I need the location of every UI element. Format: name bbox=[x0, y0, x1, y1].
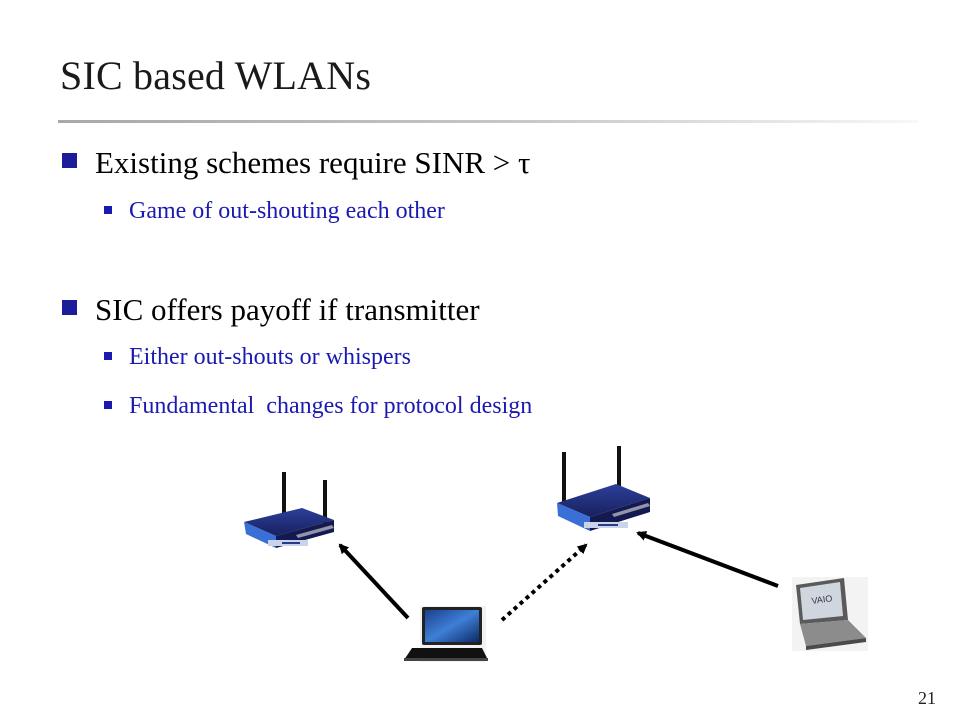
wireless-router-left-icon bbox=[244, 472, 334, 548]
svg-text:VAIO: VAIO bbox=[811, 593, 833, 606]
square-bullet-icon bbox=[62, 299, 77, 315]
laptop-vaio-icon: VAIO bbox=[792, 577, 868, 651]
small-square-bullet-icon bbox=[104, 205, 112, 214]
sub-bullet-protocol-design: Fundamental changes for protocol design bbox=[104, 393, 532, 420]
sub-bullet-text: Game of out-shouting each other bbox=[129, 198, 445, 224]
arrow-laptop-to-left-router bbox=[338, 543, 410, 620]
arrow-vaio-to-right-router bbox=[636, 531, 779, 588]
bullet-existing-schemes: Existing schemes require SINR > τ bbox=[62, 145, 530, 181]
bullet-text: Existing schemes require SINR > τ bbox=[95, 145, 531, 180]
sub-bullet-text: Fundamental changes for protocol design bbox=[129, 393, 533, 419]
bullet-sic-payoff: SIC offers payoff if transmitter bbox=[62, 292, 480, 328]
bullet-text: SIC offers payoff if transmitter bbox=[95, 292, 480, 327]
square-bullet-icon bbox=[62, 152, 77, 168]
slide-title: SIC based WLANs bbox=[60, 53, 372, 98]
small-square-bullet-icon bbox=[104, 351, 112, 360]
laptop-macbook-icon bbox=[404, 606, 488, 662]
small-square-bullet-icon bbox=[104, 400, 112, 409]
sub-bullet-text: Either out-shouts or whispers bbox=[129, 344, 411, 370]
sub-bullet-out-shouting: Game of out-shouting each other bbox=[104, 198, 445, 225]
wireless-router-right-icon bbox=[557, 446, 650, 531]
sub-bullet-out-shouts-whispers: Either out-shouts or whispers bbox=[104, 344, 411, 371]
dotted-arrow-laptop-to-right-router bbox=[500, 543, 588, 622]
page-number: 21 bbox=[918, 688, 936, 708]
title-divider bbox=[58, 120, 918, 123]
